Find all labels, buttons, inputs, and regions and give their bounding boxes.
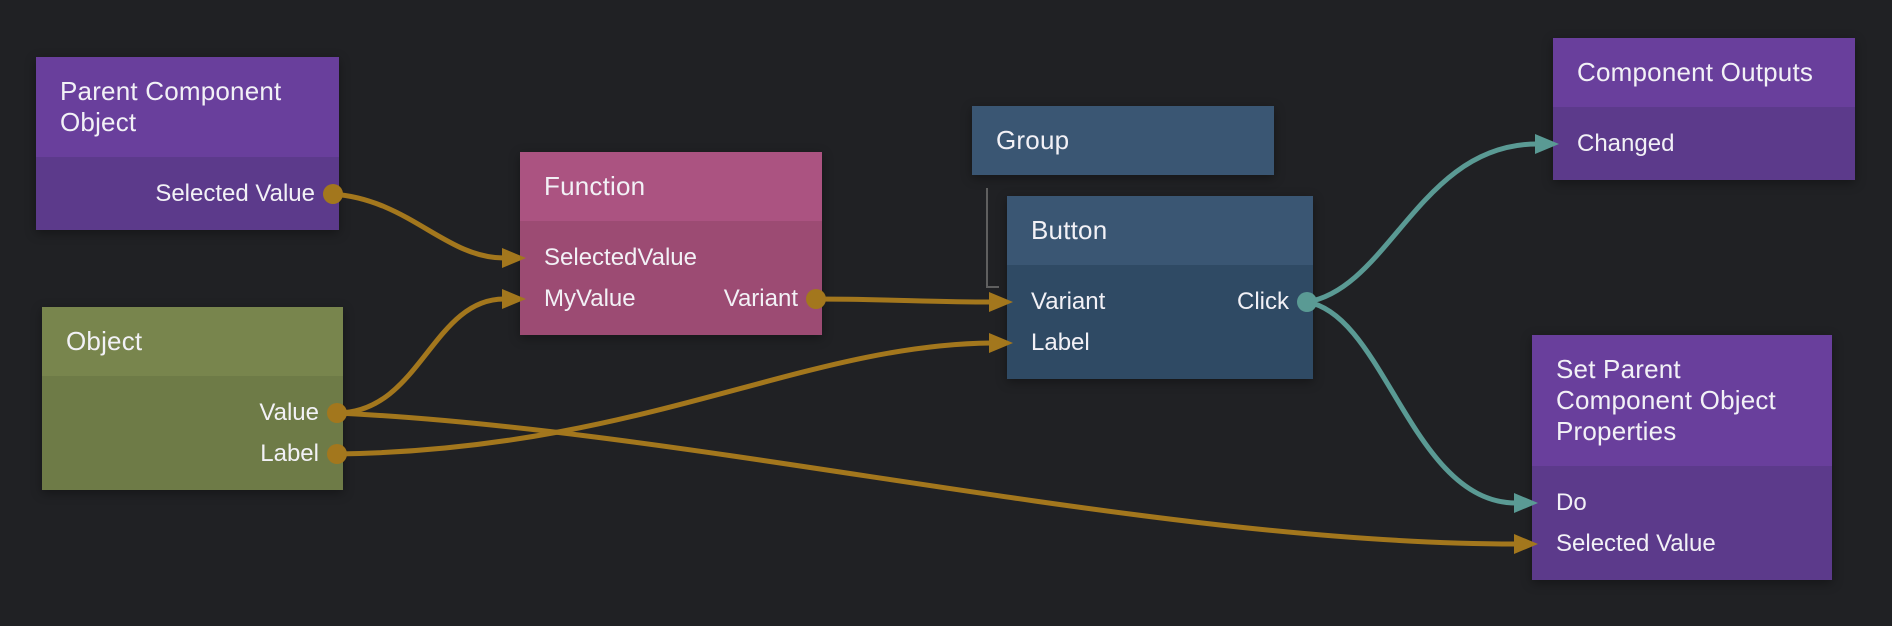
node-body: Do Selected Value <box>1532 466 1832 580</box>
node-group[interactable]: Group <box>972 106 1274 175</box>
input-port-do[interactable]: Do <box>1556 489 1587 516</box>
node-function[interactable]: Function SelectedValue MyValue Variant <box>520 152 822 335</box>
node-body: Value Label <box>42 376 343 490</box>
node-title: Set Parent Component Object Properties <box>1532 335 1832 466</box>
node-body: Changed <box>1553 107 1855 180</box>
output-port-click[interactable]: Click <box>1237 288 1289 315</box>
wire-function-variant-to-button-variant[interactable] <box>813 296 994 305</box>
wire-button-click-to-componentoutputs-changed[interactable] <box>1304 141 1540 305</box>
node-body: Variant Click Label <box>1007 265 1313 379</box>
port-row[interactable]: Value <box>42 392 343 433</box>
node-parent-component-object[interactable]: Parent Component Object Selected Value <box>36 57 339 230</box>
group-child-link <box>986 188 999 288</box>
node-object[interactable]: Object Value Label <box>42 307 343 490</box>
port-row[interactable]: Selected Value <box>1532 523 1832 564</box>
node-title: Group <box>972 106 1274 175</box>
node-body: Selected Value <box>36 157 339 230</box>
node-title: Component Outputs <box>1553 38 1855 107</box>
node-component-outputs[interactable]: Component Outputs Changed <box>1553 38 1855 180</box>
input-port-selected-value[interactable]: Selected Value <box>1556 530 1716 557</box>
input-port-myvalue[interactable]: MyValue <box>544 285 636 312</box>
input-port-changed[interactable]: Changed <box>1577 130 1675 157</box>
output-port-variant[interactable]: Variant <box>723 285 798 312</box>
port-row[interactable]: Label <box>1007 322 1313 363</box>
port-row[interactable]: Selected Value <box>36 173 339 214</box>
wire-button-click-to-setparent-do[interactable] <box>1304 299 1519 506</box>
node-title: Function <box>520 152 822 221</box>
node-title: Parent Component Object <box>36 57 339 157</box>
wire-object-label-to-button-label[interactable] <box>334 340 994 457</box>
input-port-label[interactable]: Label <box>1031 329 1090 356</box>
port-row[interactable]: SelectedValue <box>520 237 822 278</box>
wire-object-value-to-setparent-selectedvalue[interactable] <box>334 410 1519 547</box>
output-port-selected-value[interactable]: Selected Value <box>155 180 315 207</box>
node-title: Button <box>1007 196 1313 265</box>
node-button[interactable]: Button Variant Click Label <box>1007 196 1313 379</box>
port-row[interactable]: Do <box>1532 482 1832 523</box>
output-port-label[interactable]: Label <box>260 440 319 467</box>
output-port-value[interactable]: Value <box>259 399 319 426</box>
wire-object-value-to-function-myvalue[interactable] <box>334 296 507 416</box>
port-row[interactable]: Variant Click <box>1007 281 1313 322</box>
node-body: SelectedValue MyValue Variant <box>520 221 822 335</box>
node-title: Object <box>42 307 343 376</box>
wire-parent-selectedvalue-to-function-selectedvalue[interactable] <box>330 191 507 261</box>
input-port-selectedvalue[interactable]: SelectedValue <box>544 244 697 271</box>
input-port-variant[interactable]: Variant <box>1031 288 1106 315</box>
port-row[interactable]: Changed <box>1553 123 1855 164</box>
node-set-parent-component-object-properties[interactable]: Set Parent Component Object Properties D… <box>1532 335 1832 580</box>
port-row[interactable]: MyValue Variant <box>520 278 822 319</box>
port-row[interactable]: Label <box>42 433 343 474</box>
